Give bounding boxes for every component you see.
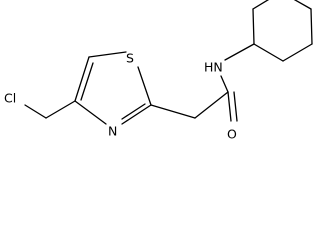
sulfur-atom-label: S — [126, 51, 134, 66]
bond-cy-2 — [252, 0, 270, 10]
bond-s-c2 — [137, 66, 152, 106]
bond-carbonyl-nh — [220, 75, 229, 93]
bond-cy-4 — [310, 8, 313, 45]
bond-cy-6 — [253, 43, 284, 62]
oxygen-atom-label: O — [227, 127, 237, 142]
bond-cl-ch2 — [24, 104, 47, 119]
acetamide-chain — [150, 43, 255, 122]
bond-ch2-c4 — [45, 100, 76, 119]
bond-n3-c4 — [74, 100, 107, 125]
bond-c4-c5-inner — [80, 62, 94, 101]
bond-c2-ch2 — [150, 104, 196, 119]
cyclohexane-ring — [252, 0, 313, 62]
bond-c2-n3 — [121, 104, 152, 125]
ring-nitrogen-atom-label: N — [108, 124, 117, 139]
chemical-structure-diagram: Cl S N HN O — [4, 0, 313, 142]
thiazole-ring — [74, 51, 152, 125]
amide-nh-atom-label: HN — [204, 60, 223, 75]
bond-ch2-carbonyl — [194, 91, 229, 119]
bond-c4-c5 — [74, 56, 90, 102]
bond-cy-5 — [282, 43, 313, 62]
chloromethyl-group — [24, 100, 76, 119]
bond-carbonyl-o-b — [233, 91, 238, 122]
bond-c5-s — [88, 51, 127, 58]
bond-nh-cyclohexyl — [224, 43, 255, 61]
bond-cy-1 — [252, 8, 255, 45]
bond-cy-3 — [293, 0, 312, 10]
bond-c2-n3-inner — [121, 103, 146, 120]
bond-carbonyl-o-a — [227, 91, 232, 122]
chlorine-atom-label: Cl — [4, 91, 16, 106]
